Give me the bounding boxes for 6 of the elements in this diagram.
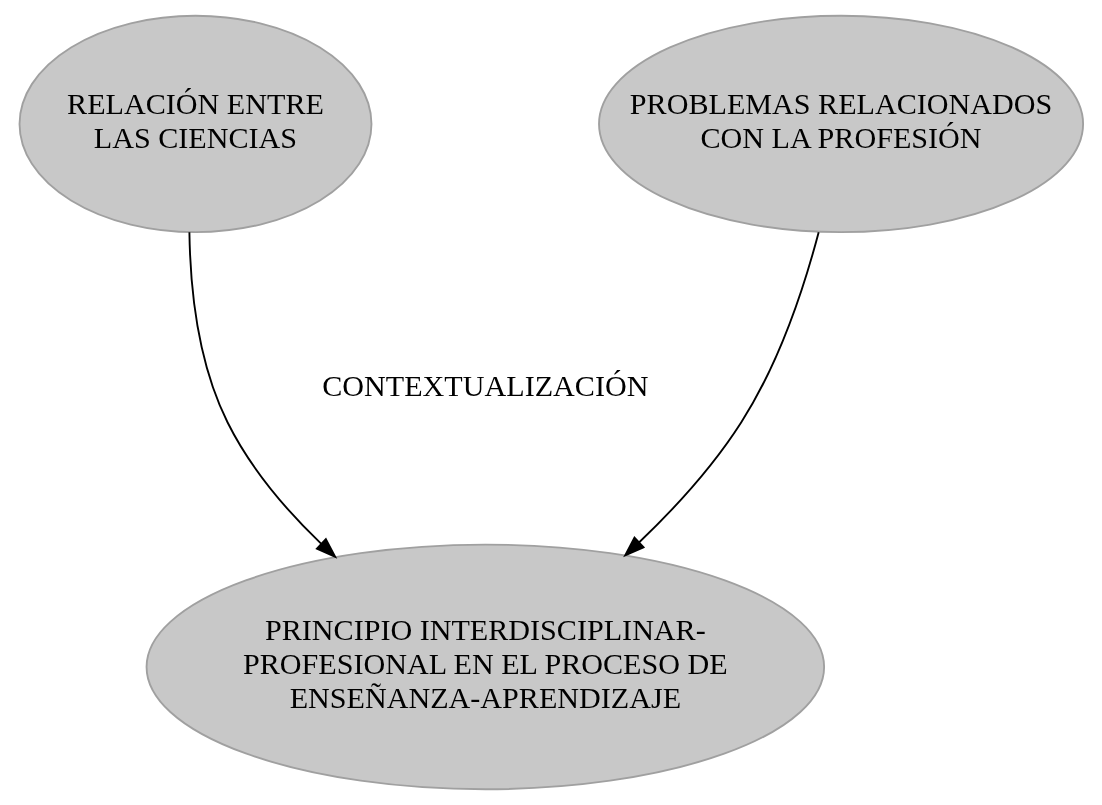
node-ellipse: RELACIÓN ENTRE LAS CIENCIAS	[18, 14, 372, 234]
label: CONTEXTUALIZACIÓN	[321, 368, 648, 403]
arrow	[187, 231, 337, 559]
arrow	[622, 231, 820, 558]
node-ellipse: PRINCIPIO INTERDISCIPLINAR-PROFESIONAL EN EL PROCESO DE ENSEÑANZA-APRENDIZAJE	[145, 543, 825, 791]
node-ellipse: PROBLEMAS RELACIONADOS CON LA PROFESIÓN	[597, 14, 1084, 234]
